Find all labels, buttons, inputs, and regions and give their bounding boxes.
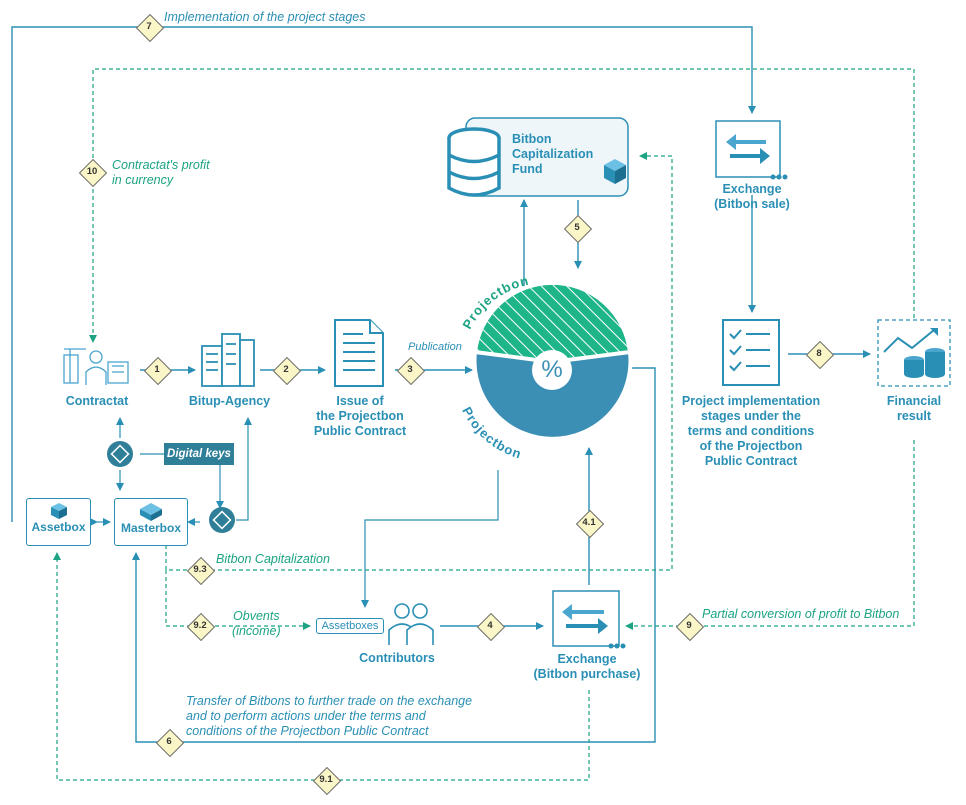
cube-icon xyxy=(140,503,162,521)
svg-text:Projectbon: Projectbon xyxy=(459,404,524,461)
edge-profit-currency xyxy=(89,68,915,343)
coins-chart-icon xyxy=(877,319,951,387)
cube-icon xyxy=(50,503,67,519)
edge-pie-contributors xyxy=(361,470,499,608)
projectbon-pie xyxy=(472,280,633,441)
partial-conversion-label: Partial conversion of profit to Bitbon xyxy=(702,607,900,621)
edge-step-9-1 xyxy=(53,552,590,781)
document-icon xyxy=(334,319,384,387)
database-icon xyxy=(447,127,501,197)
capitalization-label: Bitbon Capitalization xyxy=(216,552,330,566)
masterbox-label: Masterbox xyxy=(120,521,182,535)
masterbox-node: Masterbox xyxy=(114,498,188,546)
projectbon-bottom-label: Projectbon xyxy=(459,404,523,461)
buildings-icon xyxy=(201,333,255,387)
edge-stages xyxy=(11,26,756,522)
edge-step-9 xyxy=(625,440,915,630)
exchange-purchase-label: Exchange(Bitbon purchase) xyxy=(533,652,641,681)
cube-icon xyxy=(604,159,626,184)
bitup-agency-label: Bitup-Agency xyxy=(188,394,271,408)
percent-sign: % xyxy=(541,356,563,383)
hand-key-icon xyxy=(209,507,235,533)
edge-step-9-3 xyxy=(165,152,673,571)
assetbox-node: Assetbox xyxy=(26,498,91,546)
exchange-sale-label: Exchange(Bitbon sale) xyxy=(714,182,790,211)
projectbon-top-label: Projectbon xyxy=(459,273,529,332)
svg-text:Projectbon: Projectbon xyxy=(459,273,530,332)
checklist-icon xyxy=(722,319,780,386)
digital-keys-label: Digital keys xyxy=(164,443,234,465)
workers-icon xyxy=(63,348,129,385)
contractat-label: Contractat xyxy=(65,394,129,408)
stages-label: Implementation of the project stages xyxy=(164,10,366,24)
publication-label: Publication xyxy=(408,341,462,353)
obvents-label: Obvents(income) xyxy=(232,609,281,638)
transfer-label: Transfer of Bitbons to further trade on … xyxy=(186,694,473,738)
edge-step-9-2 xyxy=(165,570,311,630)
assetbox-label: Assetbox xyxy=(31,520,86,534)
exchange-arrows-icon xyxy=(552,590,626,649)
hand-key-icon xyxy=(107,441,133,467)
assetboxes-label: Assetboxes xyxy=(316,618,384,634)
edge-agency-masterbox xyxy=(236,417,252,521)
contributors-icon xyxy=(388,603,434,645)
exchange-arrows-icon xyxy=(715,120,788,180)
edge-step-6 xyxy=(132,367,656,743)
contributors-label: Contributors xyxy=(359,651,435,665)
